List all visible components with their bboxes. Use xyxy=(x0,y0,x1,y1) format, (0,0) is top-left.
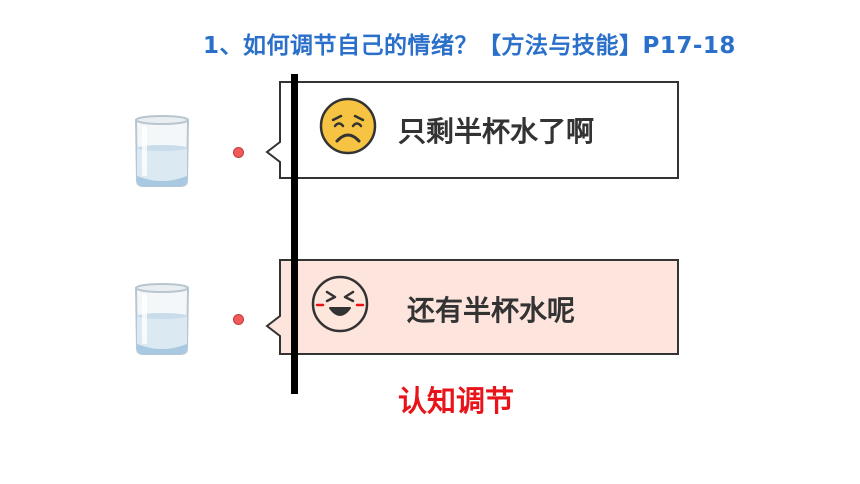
connector-dot xyxy=(233,314,244,325)
statement-text: 还有半杯水呢 xyxy=(407,294,576,327)
connector-dot xyxy=(233,147,244,158)
laughing-face-icon xyxy=(310,274,370,334)
sad-face-icon xyxy=(318,96,378,156)
pessimistic-thought-bubble: 只剩半杯水了啊 xyxy=(264,80,680,180)
half-glass-of-water-icon xyxy=(133,282,191,356)
optimistic-thought-bubble: 还有半杯水呢 xyxy=(264,258,680,356)
page-title: 1、如何调节自己的情绪？【方法与技能】P17-18 xyxy=(203,33,736,59)
statement-text: 只剩半杯水了啊 xyxy=(398,115,595,148)
caption-cognitive-regulation: 认知调节 xyxy=(398,384,515,418)
half-glass-of-water-icon xyxy=(133,114,191,188)
divider-line xyxy=(291,74,298,394)
